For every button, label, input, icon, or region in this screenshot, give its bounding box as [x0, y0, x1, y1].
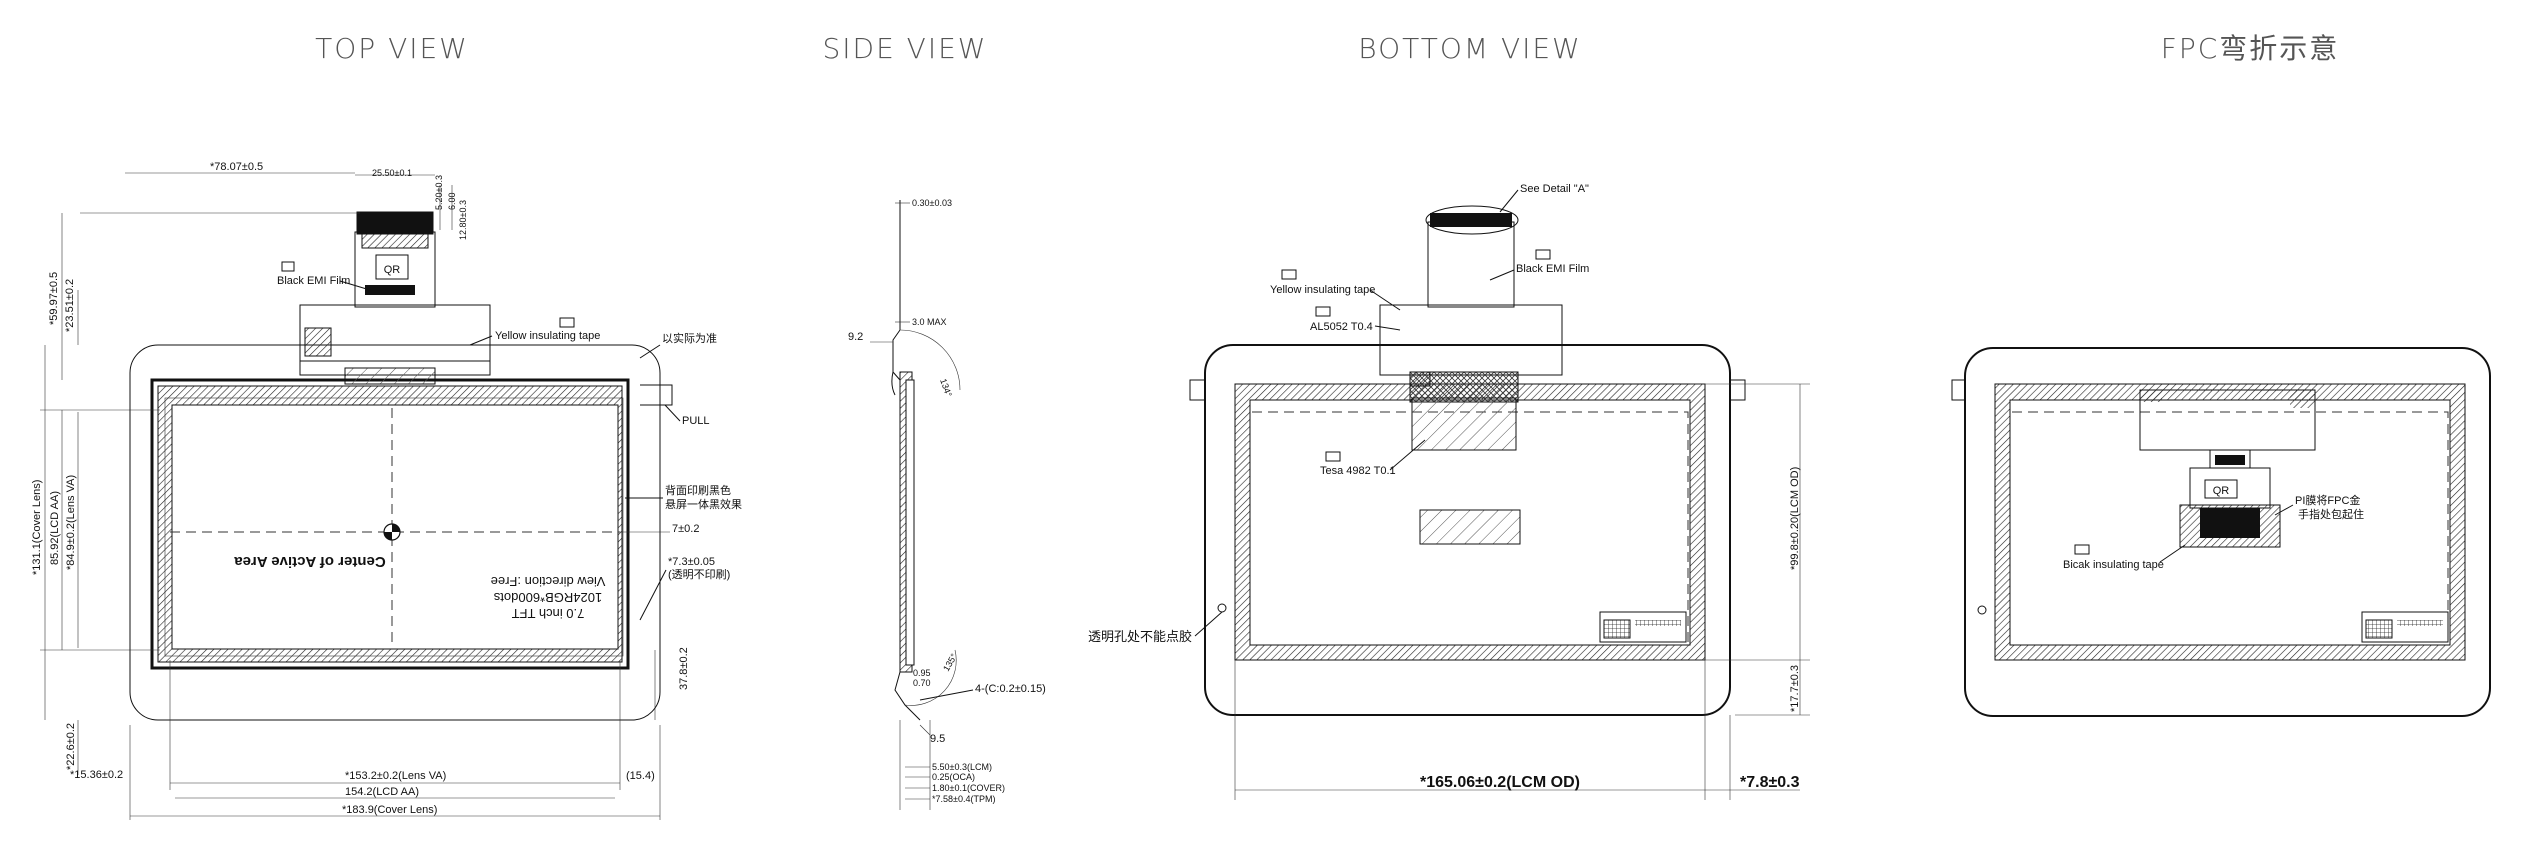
- detail-label: See Detail "A": [1520, 183, 1589, 195]
- dim-030: 0.30±0.03: [912, 198, 952, 208]
- top-view: Center of Active Area View direction :Fr…: [31, 161, 742, 820]
- fpc-view: QR PI膜将FPC金 手指处包起住 Bicak insulating tape: [1951, 347, 2491, 717]
- dim-conn-h1: 5.20±0.3: [434, 175, 444, 210]
- pi-label-1: PI膜将FPC金: [2295, 493, 2360, 507]
- pull-label: PULL: [682, 415, 710, 427]
- dim-max: 3.0 MAX: [912, 317, 947, 327]
- dim-lcm: 5.50±0.3(LCM): [932, 762, 992, 772]
- bottom-view: See Detail "A" Yellow insulating tape Bl…: [1088, 183, 1810, 800]
- bottom-black-emi-label: Black EMI Film: [1516, 263, 1589, 275]
- dim-lens-h: *131.1(Cover Lens): [31, 480, 43, 575]
- dim-total-h: *59.97±0.5: [48, 272, 60, 325]
- transparent-label: (透明不印刷): [668, 568, 730, 581]
- tesa-label: Tesa 4982 T0.1: [1320, 465, 1396, 477]
- hole-label: 透明孔处不能点胶: [1088, 629, 1192, 644]
- pi-label-2: 手指处包起住: [2298, 507, 2364, 521]
- fpc-view-title: FPC弯折示意: [2161, 32, 2340, 65]
- dim-177: *17.7±0.3: [1789, 665, 1801, 712]
- dim-lcd-aa-h: 85.92(LCD AA): [49, 491, 61, 565]
- dim-154: (15.4): [626, 770, 655, 782]
- dim-lens-va-h: *84.9±0.2(Lens VA): [65, 475, 77, 570]
- top-yellow-tape-label: Yellow insulating tape: [495, 330, 600, 342]
- side-view: 0.30±0.03 3.0 MAX 9.2 134° 135° 0.95 0.7…: [848, 198, 1046, 810]
- dim-oca: 0.25(OCA): [932, 772, 975, 782]
- spec-size: 7.0 inch TFT: [512, 606, 585, 621]
- top-view-title: TOP VIEW: [315, 32, 469, 65]
- bottom-view-title: BOTTOM VIEW: [1358, 32, 1581, 65]
- angle-134: 134°: [938, 377, 954, 398]
- top-black-emi-label: Black EMI Film: [277, 275, 350, 287]
- dim-1536: *15.36±0.2: [70, 769, 123, 781]
- dim-cover-w: *183.9(Cover Lens): [342, 804, 437, 816]
- dim-73: *7.3±0.05: [668, 556, 715, 568]
- dim-070: 0.70: [913, 678, 931, 688]
- dim-lcd-aa-w: 154.2(LCD AA): [345, 786, 419, 798]
- dim-tpm: *7.58±0.4(TPM): [932, 794, 995, 804]
- dim-226: *22.6±0.2: [65, 723, 77, 770]
- dim-lens-va-w: *153.2±0.2(Lens VA): [345, 770, 446, 782]
- chamfer-label: 4-(C:0.2±0.15): [975, 683, 1046, 695]
- dim-fpc-width: 25.50±0.1: [372, 168, 412, 178]
- dim-78: *7.8±0.3: [1740, 774, 1800, 791]
- bicak-label: Bicak insulating tape: [2063, 559, 2164, 571]
- al-label: AL5052 T0.4: [1310, 321, 1373, 333]
- angle-135: 135°: [941, 652, 959, 673]
- dim-095: 0.95: [913, 668, 931, 678]
- dim-cover: 1.80±0.1(COVER): [932, 783, 1005, 793]
- top-qr-label: QR: [384, 264, 401, 276]
- print-label-2: 悬屏一体黑效果: [665, 497, 742, 511]
- dim-92: 9.2: [848, 331, 863, 343]
- dim-h-23: *23.51±0.2: [64, 279, 76, 332]
- center-active-area-label: Center of Active Area: [234, 553, 386, 570]
- fpc-qr-label: QR: [2213, 485, 2230, 497]
- dim-7: 7±0.2: [672, 523, 699, 535]
- dim-fpc-offset: *78.07±0.5: [210, 161, 263, 173]
- bottom-yellow-tape-label: Yellow insulating tape: [1270, 284, 1375, 296]
- dim-lcm-od-h: *99.8±0.20(LCM OD): [1789, 467, 1801, 570]
- dim-conn-h3: 12.80±0.3: [458, 200, 468, 240]
- spec-resolution: 1024RGB*600dots: [493, 590, 602, 605]
- side-view-title: SIDE VIEW: [823, 32, 988, 65]
- actual-label: 以实际为准: [662, 331, 717, 345]
- dim-37: 37.8±0.2: [678, 647, 690, 690]
- spec-view-direction: View direction :Free: [491, 574, 606, 589]
- print-label-1: 背面印刷黑色: [665, 483, 731, 497]
- dim-95: 9.5: [930, 733, 945, 745]
- dim-lcm-od-w: *165.06±0.2(LCM OD): [1420, 774, 1580, 791]
